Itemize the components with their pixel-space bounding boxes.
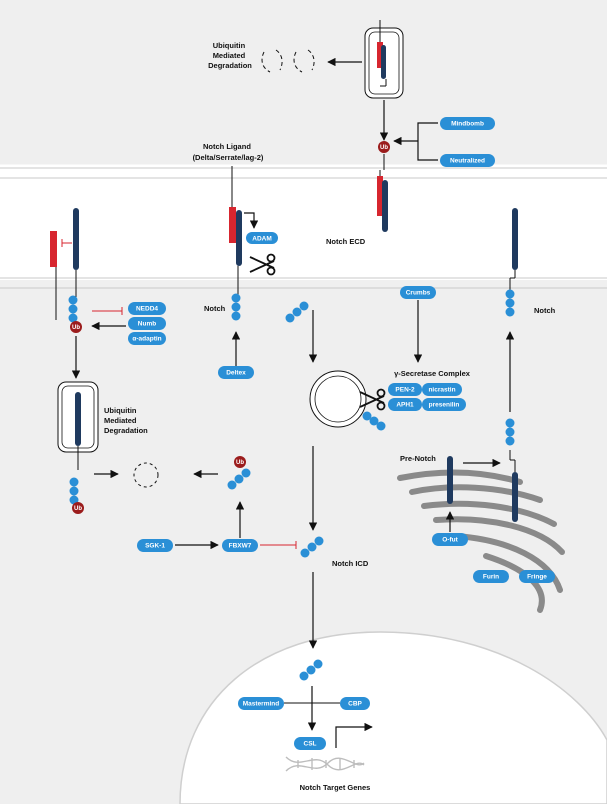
pill-a-adaptin[interactable]: α-adaptin bbox=[128, 332, 166, 345]
pill-sgk1[interactable]: SGK-1 bbox=[137, 539, 173, 552]
svg-text:Neutralized: Neutralized bbox=[450, 158, 485, 165]
label-ub-degradation-top: Ubiquitin Mediated Degradation bbox=[208, 41, 252, 70]
notch-receptor-golgi bbox=[512, 472, 518, 522]
notch-receptor-right bbox=[512, 208, 518, 270]
label-notch-ecd: Notch ECD bbox=[326, 237, 366, 246]
arrow-ligases-to-ub-top bbox=[394, 122, 438, 161]
scissors-icon-gamma bbox=[359, 388, 386, 411]
svg-text:Deltex: Deltex bbox=[226, 370, 246, 377]
pill-presenilin[interactable]: presenilin bbox=[422, 398, 466, 411]
extracellular-top-cell bbox=[0, 0, 607, 168]
pill-csl[interactable]: CSL bbox=[294, 737, 326, 750]
svg-text:APH1: APH1 bbox=[396, 402, 414, 409]
svg-text:nicrastin: nicrastin bbox=[428, 387, 455, 394]
pill-mindbomb[interactable]: Mindbomb bbox=[440, 117, 495, 130]
svg-text:Ub: Ub bbox=[236, 460, 244, 466]
label-notch-target-genes: Notch Target Genes bbox=[300, 783, 371, 792]
intercellular-space bbox=[0, 168, 607, 280]
svg-text:Furin: Furin bbox=[483, 574, 499, 581]
svg-text:Ub: Ub bbox=[72, 325, 80, 331]
scissors-icon bbox=[249, 253, 276, 276]
pill-mastermind[interactable]: Mastermind bbox=[238, 697, 284, 710]
svg-text:CSL: CSL bbox=[304, 741, 317, 748]
dna-helix-icon bbox=[285, 756, 365, 772]
svg-text:CBP: CBP bbox=[348, 701, 362, 708]
left-endocytic-vesicle bbox=[57, 381, 99, 470]
gamma-secretase-vesicle bbox=[309, 370, 367, 428]
degraded-fragments-left bbox=[133, 462, 159, 488]
notch-ligand-red bbox=[229, 207, 236, 243]
pill-nicrastin[interactable]: nicrastin bbox=[422, 383, 462, 396]
top-endocytic-vesicle bbox=[364, 20, 404, 99]
pill-ofut[interactable]: O-fut bbox=[432, 533, 468, 546]
pre-notch-receptor bbox=[447, 456, 453, 504]
notch-center-domains bbox=[231, 293, 241, 321]
notch-right-lower-domains bbox=[505, 418, 515, 446]
transcription-arrow bbox=[335, 722, 373, 748]
notch-left-domains bbox=[68, 295, 78, 323]
svg-text:O-fut: O-fut bbox=[442, 537, 458, 544]
svg-text:Mastermind: Mastermind bbox=[243, 701, 280, 708]
svg-text:SGK-1: SGK-1 bbox=[145, 543, 165, 550]
notch-ligand-left bbox=[50, 231, 57, 267]
svg-text:FBXW7: FBXW7 bbox=[229, 543, 252, 550]
notch-receptor-center bbox=[236, 210, 242, 266]
label-gamma-secretase: γ-Secretase Complex bbox=[394, 369, 471, 378]
notch-right-domains bbox=[505, 289, 515, 317]
svg-text:α-adaptin: α-adaptin bbox=[132, 336, 161, 343]
svg-text:Mindbomb: Mindbomb bbox=[451, 121, 484, 128]
endocytic-pit bbox=[285, 301, 309, 323]
label-pre-notch: Pre-Notch bbox=[400, 454, 436, 463]
degraded-fragments-top bbox=[261, 49, 315, 73]
pill-adam[interactable]: ADAM bbox=[246, 232, 278, 244]
notch-icd-ub-fbxw7: Ub bbox=[227, 456, 251, 490]
membrane-bottom bbox=[0, 277, 607, 289]
svg-text:Ub: Ub bbox=[74, 506, 82, 512]
svg-text:PEN-2: PEN-2 bbox=[395, 387, 415, 394]
pill-deltex[interactable]: Deltex bbox=[218, 366, 254, 379]
notch-icd bbox=[300, 536, 324, 558]
ub-tag-left: Ub bbox=[70, 321, 82, 333]
nucleus bbox=[179, 631, 607, 804]
pill-nedd4[interactable]: NEDD4 bbox=[128, 302, 166, 315]
pill-pen2[interactable]: PEN-2 bbox=[388, 383, 422, 396]
pill-fbxw7[interactable]: FBXW7 bbox=[222, 539, 258, 552]
membrane-top bbox=[0, 164, 607, 179]
svg-text:presenilin: presenilin bbox=[429, 402, 460, 409]
ub-tag-left-lower: Ub bbox=[72, 502, 84, 514]
pill-crumbs[interactable]: Crumbs bbox=[400, 286, 436, 299]
notch-left-lower-domains bbox=[69, 477, 79, 505]
label-notch-ligand: Notch Ligand (Delta/Serrate/lag-2) bbox=[193, 142, 264, 162]
svg-text:NEDD4: NEDD4 bbox=[136, 306, 158, 313]
notch-icd-released-gamma bbox=[362, 411, 386, 431]
notch-icd-nuclear bbox=[299, 659, 323, 681]
notch-receptor-left bbox=[73, 208, 79, 270]
label-notch-left: Notch bbox=[204, 304, 226, 313]
svg-text:ADAM: ADAM bbox=[252, 236, 272, 243]
ub-tag-top: Ub bbox=[378, 141, 390, 153]
pill-furin[interactable]: Furin bbox=[473, 570, 509, 583]
pill-cbp[interactable]: CBP bbox=[340, 697, 370, 710]
notch-ecd-complex bbox=[377, 170, 388, 232]
label-notch-icd: Notch ICD bbox=[332, 559, 369, 568]
pill-numb[interactable]: Numb bbox=[128, 317, 166, 330]
pill-aph1[interactable]: APH1 bbox=[388, 398, 422, 411]
pill-neutralized[interactable]: Neutralized bbox=[440, 154, 495, 167]
svg-text:Crumbs: Crumbs bbox=[406, 290, 431, 297]
svg-text:Numb: Numb bbox=[138, 321, 156, 328]
svg-text:Ub: Ub bbox=[380, 145, 388, 151]
label-ub-degradation-left: Ubiquitin Mediated Degradation bbox=[104, 406, 148, 435]
svg-text:Fringe: Fringe bbox=[527, 574, 547, 581]
pill-fringe[interactable]: Fringe bbox=[519, 570, 555, 583]
label-notch-right: Notch bbox=[534, 306, 556, 315]
